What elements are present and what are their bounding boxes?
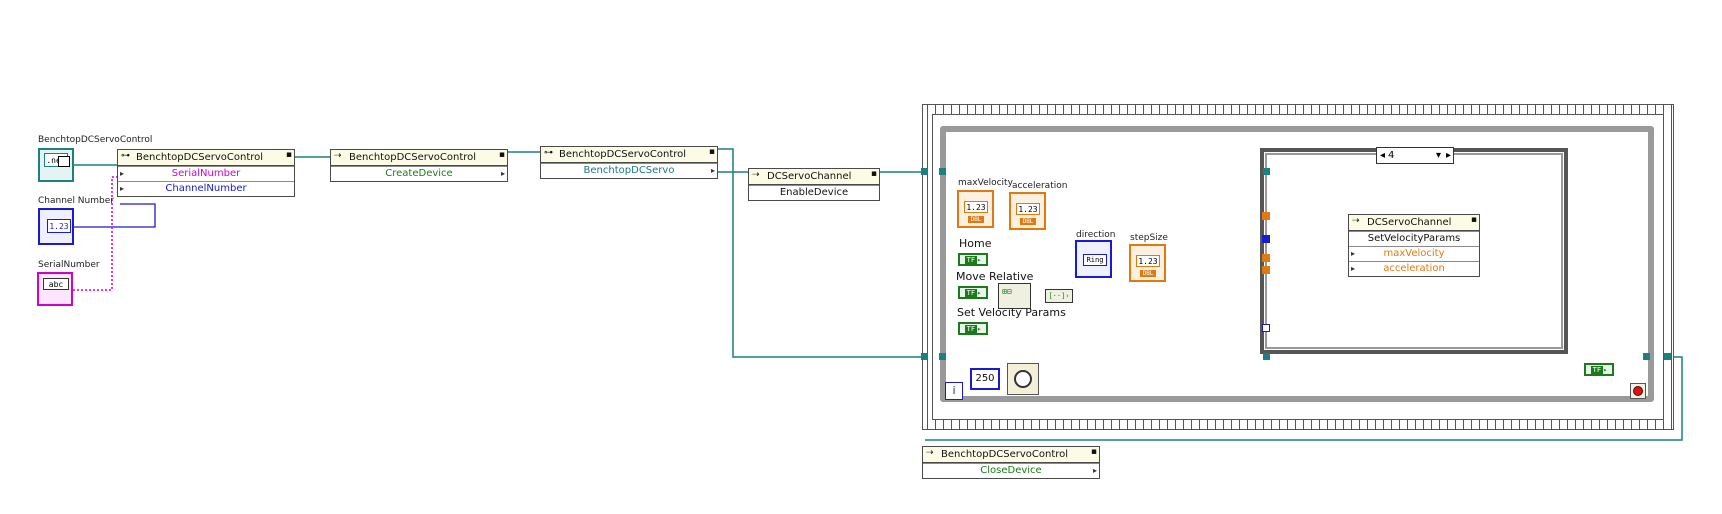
invoke-node-closedevice[interactable]: ⇢ BenchtopDCServoControl ▪ CloseDevice▸ [922, 446, 1100, 479]
wire-refnum [925, 356, 1683, 441]
ref-icon: ▪ [870, 169, 877, 179]
acceleration-label: acceleration [1012, 181, 1068, 191]
param-maxvelocity: ▸maxVelocity [1349, 246, 1479, 261]
maxvelocity-terminal[interactable]: 1.23 DBL [957, 190, 994, 228]
case-selector-value: 4 [1388, 150, 1395, 161]
bool-array-to-number-node[interactable]: [··]› [1045, 289, 1073, 303]
maxvelocity-label: maxVelocity [958, 178, 1013, 188]
dbl-icon: DBL [1020, 218, 1036, 225]
invoke-node-icon: ⇢ [334, 151, 342, 161]
stepsize-terminal[interactable]: 1.23 DBL [1129, 244, 1166, 282]
property-node-icon: ⊶ [544, 148, 553, 158]
wire-refnum [716, 148, 925, 358]
tunnel [1664, 353, 1671, 360]
invoke-node-setvelocityparams[interactable]: ⇢ DCServoChannel ▪ SetVelocityParams ▸ma… [1348, 214, 1480, 277]
invoke-node-icon: ⇢ [926, 448, 934, 458]
tunnel [921, 353, 928, 360]
ref-icon: ▪ [498, 150, 505, 160]
case-dropdown-icon[interactable]: ▾ [1435, 150, 1441, 161]
invoke-node-icon: ⇢ [1352, 216, 1360, 226]
method-setvelocityparams: SetVelocityParams [1349, 231, 1479, 246]
ref-icon: ▪ [708, 147, 715, 157]
tunnel [1262, 254, 1270, 262]
tunnel [1263, 353, 1270, 360]
invoke-node-icon: ⇢ [752, 170, 760, 180]
ring-icon: Ring [1083, 254, 1107, 266]
stepsize-label: stepSize [1130, 233, 1168, 243]
numeric-icon: 1.23 [47, 219, 71, 233]
invoke-node-enabledevice[interactable]: ⇢ DCServoChannel ▪ EnableDevice [748, 168, 880, 201]
stop-constant[interactable]: TF▸ [1584, 363, 1614, 376]
wait-ms-constant[interactable]: 250 [970, 368, 1000, 390]
method-closedevice: CloseDevice▸ [923, 463, 1099, 478]
clock-icon [1014, 370, 1032, 388]
tunnel [939, 168, 946, 175]
node-title: BenchtopDCServoControl [559, 149, 687, 160]
tunnel [921, 168, 928, 175]
ref-icon: ▪ [1470, 215, 1477, 225]
direction-terminal[interactable]: Ring [1075, 240, 1112, 278]
ref-icon: ▪ [285, 150, 292, 160]
dbl-icon: DBL [968, 216, 984, 223]
tunnel [1262, 235, 1270, 243]
net-glyph-icon [58, 156, 70, 167]
numeric-icon: 1.23 [964, 201, 988, 213]
tunnel [1263, 168, 1270, 175]
wait-function-node[interactable] [1007, 363, 1039, 395]
node-title: BenchtopDCServoControl [136, 152, 264, 163]
property-benchtopdcservo: BenchtopDCServo▸ [541, 163, 717, 178]
serial-number-terminal[interactable]: abc [37, 272, 73, 306]
set-velocity-params-button[interactable]: TF▸ [958, 322, 988, 335]
build-array-node[interactable] [998, 283, 1031, 309]
iteration-terminal: i [945, 382, 963, 400]
node-title: BenchtopDCServoControl [349, 152, 477, 163]
ref-icon: ▪ [1090, 447, 1097, 457]
wire-string [73, 176, 120, 291]
tunnel [1262, 212, 1270, 220]
serial-number-label: SerialNumber [38, 260, 100, 270]
method-enabledevice: EnableDevice [749, 185, 879, 200]
benchtop-control-label: BenchtopDCServoControl [38, 135, 153, 145]
acceleration-terminal[interactable]: 1.23 DBL [1009, 192, 1046, 230]
array-icon: ⊞⊟ [1002, 287, 1012, 296]
property-channelnumber: ▸ChannelNumber [118, 181, 294, 196]
case-selector[interactable]: ◂ 4 ▾ ▸ [1376, 147, 1454, 164]
home-label: Home [959, 237, 992, 250]
tunnel [939, 353, 946, 360]
channel-number-terminal[interactable]: 1.23 [38, 208, 74, 245]
node-title: DCServoChannel [1367, 217, 1452, 228]
case-prev-icon[interactable]: ◂ [1380, 150, 1386, 161]
node-title: DCServoChannel [767, 171, 852, 182]
channel-number-label: Channel Number [38, 196, 114, 206]
tunnel [1262, 324, 1270, 332]
invoke-node-createdevice[interactable]: ⇢ BenchtopDCServoControl ▪ CreateDevice▸ [330, 149, 508, 182]
direction-label: direction [1076, 230, 1116, 240]
node-title: BenchtopDCServoControl [941, 449, 1069, 460]
property-node-benchtopdcservo[interactable]: ⊶ BenchtopDCServoControl ▪ BenchtopDCSer… [540, 146, 718, 179]
move-relative-button[interactable]: TF▸ [958, 286, 988, 299]
move-relative-label: Move Relative [956, 270, 1034, 283]
wire-int [72, 203, 156, 228]
benchtop-control-terminal[interactable]: .net [38, 148, 74, 182]
property-node-icon: ⊶ [121, 151, 130, 161]
set-velocity-params-label: Set Velocity Params [957, 306, 1066, 319]
numeric-icon: 1.23 [1016, 203, 1040, 215]
case-next-icon[interactable]: ▸ [1445, 150, 1451, 161]
loop-condition-stop-icon[interactable] [1630, 383, 1646, 399]
param-acceleration: ▸acceleration [1349, 261, 1479, 276]
method-createdevice: CreateDevice▸ [331, 166, 507, 181]
tunnel [1643, 353, 1650, 360]
dbl-icon: DBL [1140, 270, 1156, 277]
string-icon: abc [43, 278, 69, 290]
property-serialnumber: ▸SerialNumber [118, 166, 294, 181]
property-node-benchtop[interactable]: ⊶ BenchtopDCServoControl ▪ ▸SerialNumber… [117, 149, 295, 197]
tunnel [1262, 266, 1270, 274]
numeric-icon: 1.23 [1136, 255, 1160, 267]
home-button[interactable]: TF▸ [958, 253, 988, 266]
